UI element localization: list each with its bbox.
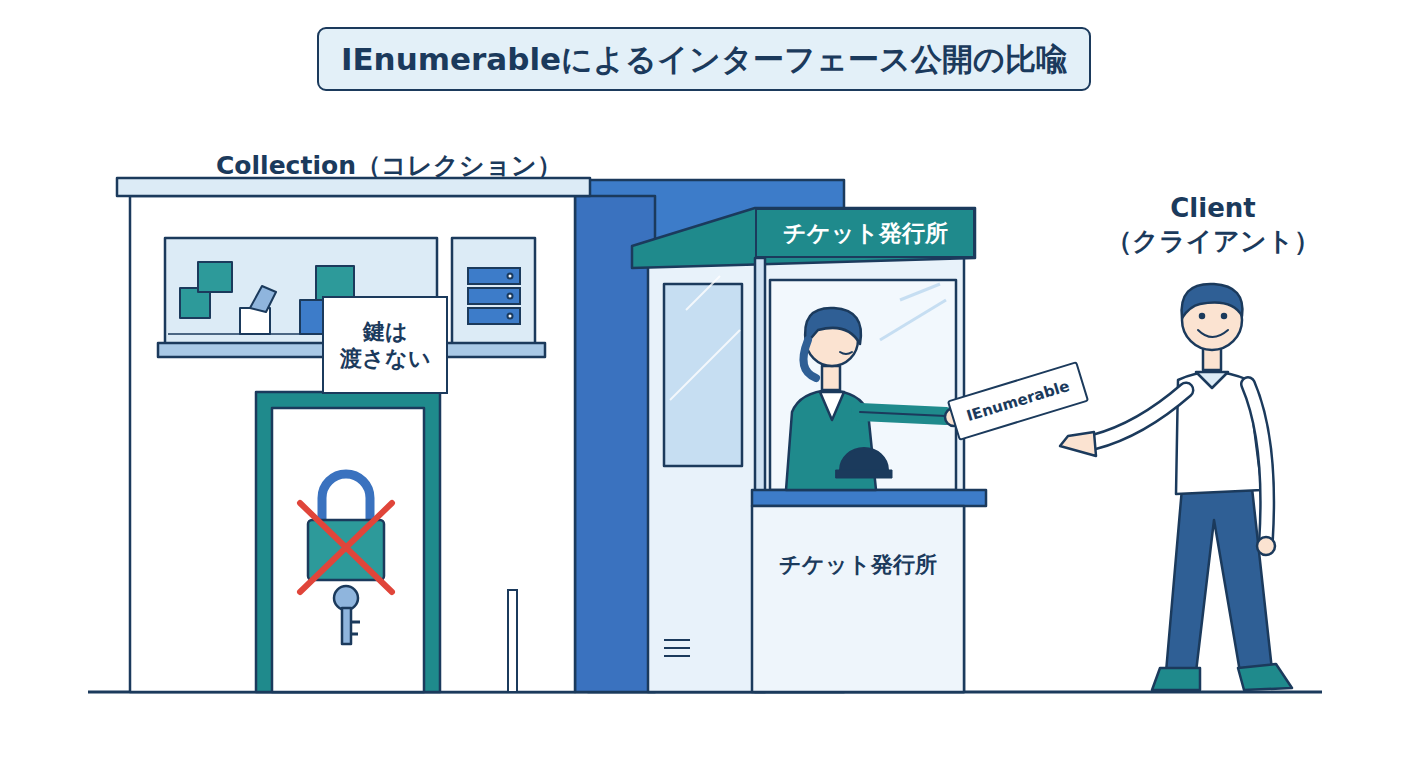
server-icon-part xyxy=(468,288,520,304)
clerk-figure-part xyxy=(860,412,946,416)
booth-sign-band: チケット発行所 xyxy=(755,208,975,258)
data-cubes-part xyxy=(250,286,276,312)
clerk-figure-part xyxy=(860,412,946,416)
collection-building-part xyxy=(117,178,590,196)
locked-door-part xyxy=(351,622,360,634)
locked-door-part xyxy=(272,408,424,692)
ticket-booth-part xyxy=(632,208,975,268)
server-icon-part xyxy=(508,274,513,279)
sign-post xyxy=(508,590,517,692)
ticket-booth-part xyxy=(648,252,964,692)
client-figure-part xyxy=(1257,537,1275,555)
ticket-booth-part xyxy=(880,300,946,340)
server-icon-part xyxy=(468,268,520,284)
ticket-booth-part xyxy=(752,490,986,506)
clerk-figure-part xyxy=(805,308,861,344)
counter-panel: チケット発行所 xyxy=(757,520,959,610)
client-figure-part xyxy=(1196,372,1228,388)
clerk-figure-part xyxy=(840,448,888,470)
client-figure-part xyxy=(1166,488,1272,672)
client-figure-part xyxy=(1094,390,1186,442)
clerk-figure-part xyxy=(804,340,817,378)
title-text: IEnumerableによるインターフェース公開の比喩 xyxy=(341,40,1067,79)
client-figure-part xyxy=(1094,390,1186,442)
data-cubes-part xyxy=(198,262,232,292)
title-box: IEnumerableによるインターフェース公開の比喩 xyxy=(317,27,1091,91)
client-figure-part xyxy=(1248,384,1267,540)
ticket-booth-part xyxy=(664,640,690,656)
locked-door-part xyxy=(342,608,351,644)
locked-door xyxy=(256,392,440,692)
node-label: IEnumerable xyxy=(964,376,1071,425)
clerk-figure-part xyxy=(840,352,852,354)
collection-building: Collection（コレクション）鍵は 渡さない xyxy=(130,196,575,692)
server-icon-part xyxy=(508,294,513,299)
ticket-booth-part xyxy=(752,506,964,692)
locked-door-part xyxy=(300,503,392,592)
collection-building-part xyxy=(452,238,535,344)
client-figure xyxy=(1060,284,1292,690)
ticket-booth-part xyxy=(670,330,740,400)
collection-building-part xyxy=(575,196,655,692)
notice-sign: 鍵は 渡さない xyxy=(322,296,448,394)
node-label: チケット発行所 xyxy=(783,219,948,248)
clerk-figure xyxy=(786,308,963,490)
locked-door-part xyxy=(334,586,358,610)
client-figure-part xyxy=(1238,664,1292,690)
server-icon-part xyxy=(508,314,513,319)
ticket: IEnumerable xyxy=(947,361,1089,441)
locked-door-part xyxy=(256,392,440,692)
server-icon xyxy=(468,268,520,324)
client-figure-part xyxy=(1060,432,1096,456)
clerk-figure-part xyxy=(820,392,844,420)
ticket-booth-part xyxy=(770,280,956,490)
client-figure-part xyxy=(1248,384,1267,540)
client-figure-part xyxy=(1200,314,1204,318)
node-label: チケット発行所 xyxy=(779,551,937,579)
client-figure-part xyxy=(1182,284,1243,318)
client-label: Client （クライアント） xyxy=(1103,192,1323,257)
locked-door-part xyxy=(322,474,370,522)
collection-building-part xyxy=(130,196,575,692)
clerk-figure-part xyxy=(836,470,892,478)
sign-post-part xyxy=(508,590,517,692)
ticket-booth-part xyxy=(900,284,940,300)
ticket-booth-part xyxy=(686,276,720,310)
node-label: 鍵は 渡さない xyxy=(339,318,431,373)
client-figure-part xyxy=(1152,668,1200,690)
ticket-booth xyxy=(632,208,986,692)
data-cubes-part xyxy=(316,266,354,300)
server-icon-part xyxy=(468,308,520,324)
client-figure-part xyxy=(1222,314,1226,318)
client-figure-part xyxy=(1198,330,1228,337)
ticket-booth-part xyxy=(664,284,742,466)
figure-label: Client （クライアント） xyxy=(1103,192,1323,257)
locked-door-part xyxy=(300,503,392,592)
node-heading: Collection（コレクション） xyxy=(216,150,562,181)
clerk-figure-part xyxy=(822,366,840,390)
